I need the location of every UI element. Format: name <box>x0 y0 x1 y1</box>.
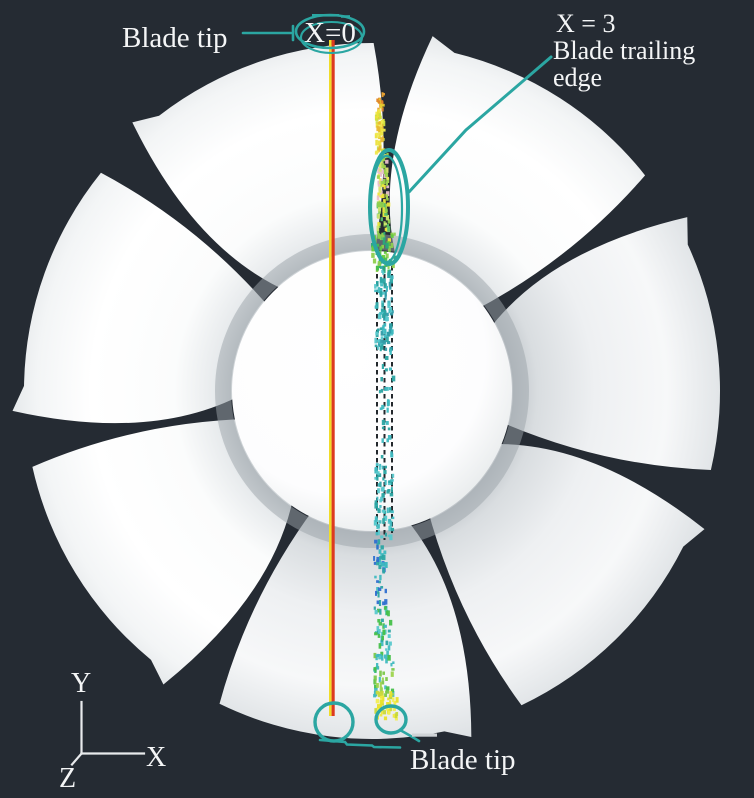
x3-label: X = 3 <box>556 9 615 38</box>
trailing-edge-leader <box>407 55 553 194</box>
annotations <box>241 13 553 749</box>
fan-hub <box>232 251 512 531</box>
x0-scan-line-yellow <box>329 40 332 716</box>
x0-scan-line-red <box>331 40 335 716</box>
x0-ellipse <box>294 13 366 50</box>
blade-tip-connector-2 <box>398 728 421 743</box>
axis-y-label: Y <box>71 668 91 699</box>
x0-label: X=0 <box>304 17 356 49</box>
blade-tip-bottom-label: Blade tip <box>410 744 516 776</box>
coordinate-triad <box>70 700 146 767</box>
trailing-edge-label-line2: edge <box>553 63 602 92</box>
blade-tip-connector <box>318 738 402 749</box>
white-dash <box>412 733 437 737</box>
blade-tip-circle-right <box>374 704 408 735</box>
x0-ellipse-2 <box>299 20 364 55</box>
axis-z-line <box>70 751 84 767</box>
axis-x-label: X <box>146 742 166 773</box>
axis-z-label: Z <box>59 763 76 794</box>
trailing-edge-label-line1: Blade trailing <box>553 36 695 65</box>
blade-tip-top-label: Blade tip <box>122 22 228 54</box>
particle-trail <box>371 92 399 721</box>
trailing-edge-ellipse-inner <box>369 154 404 264</box>
